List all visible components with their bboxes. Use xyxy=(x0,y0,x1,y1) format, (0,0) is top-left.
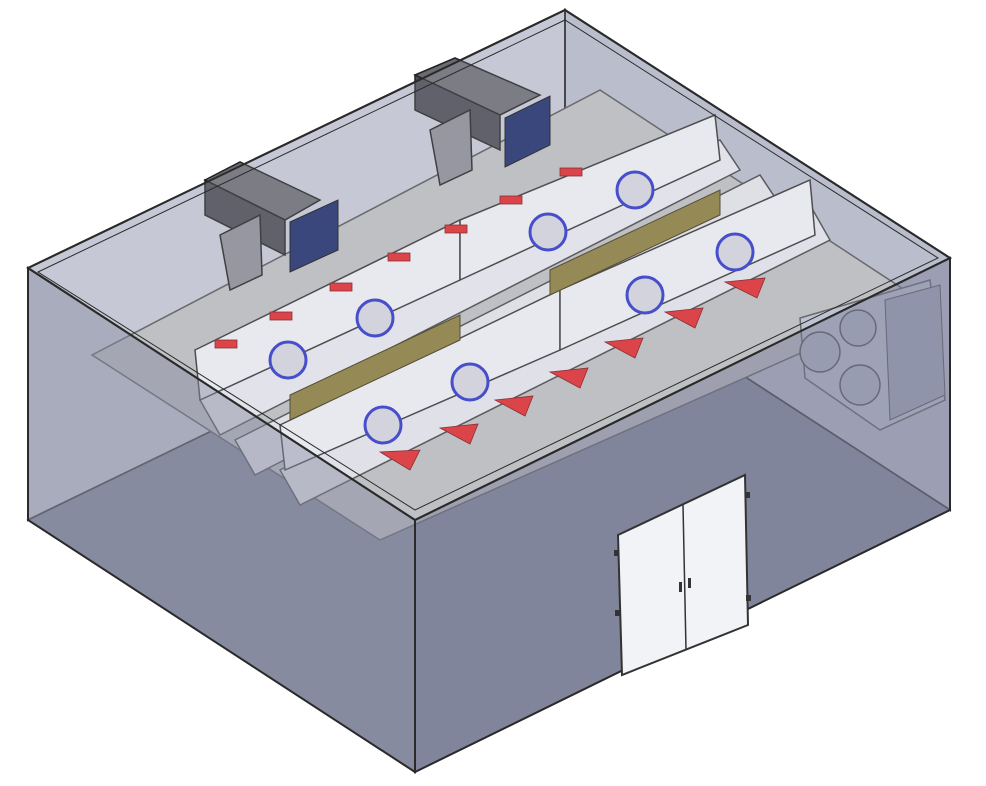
airflow-marker xyxy=(387,252,411,262)
roof-inner-outline xyxy=(36,19,940,511)
airflow-arrow-icon xyxy=(493,395,534,417)
airflow-marker xyxy=(499,195,523,205)
door-split xyxy=(682,504,687,651)
evaporator-fan-icon xyxy=(528,212,568,252)
door-hinge xyxy=(745,492,750,498)
evaporator-fan-icon xyxy=(715,232,755,272)
airflow-marker xyxy=(329,282,353,292)
airflow-arrow-icon xyxy=(438,423,479,445)
evaporator-fan-icon xyxy=(450,362,490,402)
airflow-arrow-icon xyxy=(548,367,589,389)
evaporator-fan-icon xyxy=(625,275,665,315)
coil-strip-2 xyxy=(549,189,721,296)
evaporator-panel-b xyxy=(459,113,721,282)
evaporator-fan-icon xyxy=(268,340,308,380)
door-hinge xyxy=(746,595,751,601)
door-handle xyxy=(688,578,691,588)
airflow-marker xyxy=(214,339,238,349)
airflow-marker xyxy=(559,167,583,177)
coil-strip-1 xyxy=(289,314,461,421)
condenser-duct xyxy=(429,108,473,187)
evaporator-fan-icon xyxy=(615,170,655,210)
airflow-marker xyxy=(444,224,468,234)
condenser-unit-1 xyxy=(203,161,339,292)
airflow-arrow-icon xyxy=(663,307,704,329)
door-hinge xyxy=(615,610,620,616)
condenser-body xyxy=(204,178,286,257)
door-handle xyxy=(679,582,682,592)
roof-outline xyxy=(25,8,953,522)
airflow-arrows xyxy=(214,167,766,471)
condenser-coil xyxy=(504,95,551,168)
evaporator-fan-icon xyxy=(363,405,403,445)
double-door xyxy=(614,473,751,677)
airflow-arrow-icon xyxy=(378,449,421,471)
door-hinge xyxy=(614,550,619,556)
evaporator-racks xyxy=(194,113,832,506)
condenser-unit-2 xyxy=(413,57,551,187)
condenser-duct xyxy=(219,213,263,292)
evaporator-fan-icon xyxy=(355,298,395,338)
condenser-coil xyxy=(289,199,339,273)
airflow-arrow-icon xyxy=(723,277,766,299)
evaporator-fans xyxy=(268,170,755,445)
airflow-arrow-icon xyxy=(603,337,644,359)
evaporator-panel-d xyxy=(559,178,816,352)
airflow-marker xyxy=(269,311,293,321)
condenser-body xyxy=(414,73,501,152)
double-door-icon xyxy=(616,473,750,677)
